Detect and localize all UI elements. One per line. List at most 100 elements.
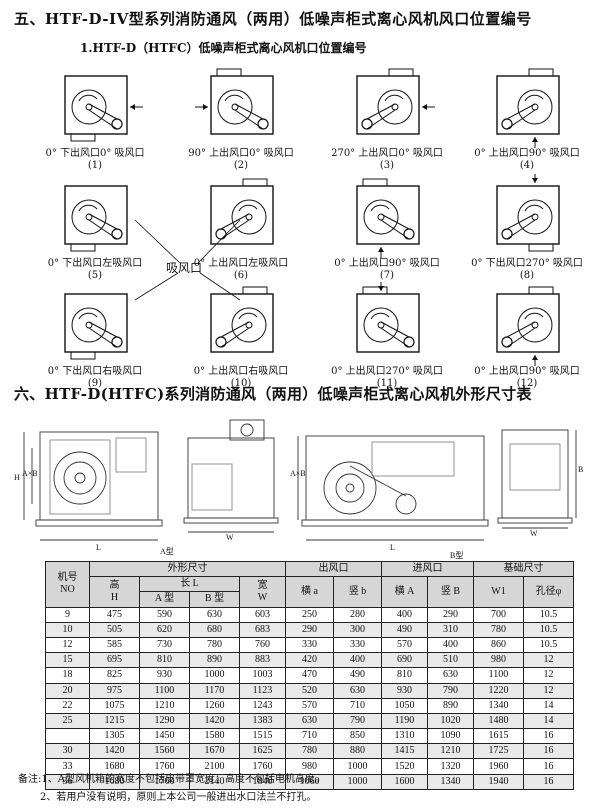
table-cell: 1615: [473, 728, 524, 745]
position-diagram-10: 0° 上出风口右吸风口(10): [166, 282, 316, 390]
table-cell: 630: [189, 606, 240, 623]
table-cell: 1625: [239, 743, 286, 760]
position-diagram-4: 0° 上出风口90° 吸风口(4): [452, 64, 600, 172]
dim-label-b: B: [578, 465, 583, 474]
table-cell: 25: [45, 712, 90, 730]
table-cell: 12: [523, 667, 574, 684]
table-cell: 400: [333, 652, 382, 669]
col-header-length-b: B 型: [189, 591, 240, 608]
table-cell: 1515: [239, 728, 286, 745]
table-cell: 12: [523, 682, 574, 699]
table-cell: 883: [239, 652, 286, 669]
table-cell: 12: [523, 652, 574, 669]
table-cell: 1960: [473, 758, 524, 775]
position-number: (12): [516, 378, 538, 389]
table-cell: 1520: [381, 758, 428, 775]
table-cell: 1220: [473, 682, 524, 699]
table-cell: 1075: [89, 697, 140, 714]
group-header-inlet: 进风口: [381, 560, 474, 578]
group-header-outlet: 出风口: [285, 560, 382, 578]
table-cell: 20: [45, 682, 90, 699]
position-caption: 90° 上出风口0° 吸风口: [188, 148, 294, 159]
table-cell: 1020: [427, 712, 474, 730]
leader-lines: [134, 219, 241, 301]
section-six-heading: 六、HTF-D(HTFC)系列消防通风（两用）低噪声柜式离心风机外形尺寸表: [14, 385, 532, 403]
col-header-inlet-a: 横 A: [381, 576, 428, 608]
table-cell: 630: [427, 667, 474, 684]
table-cell: 790: [427, 682, 474, 699]
dim-label-w-b: W: [530, 529, 538, 538]
col-header-inlet-b: 竖 B: [427, 576, 474, 608]
fan-position-icon: [210, 286, 274, 353]
table-cell: 1090: [427, 728, 474, 745]
table-cell: 300: [333, 621, 382, 638]
table-cell: 2140: [189, 773, 240, 790]
table-cell: 1940: [473, 773, 524, 790]
table-cell: 10.5: [523, 621, 574, 638]
type-b-label: B型: [450, 551, 463, 560]
table-cell: 1190: [381, 712, 428, 730]
note-1: 备注:1、A型风机箱的宽度不包括皮带罩宽度；高度不包括电机高度。: [18, 774, 325, 785]
table-cell: 860: [473, 636, 524, 654]
group-header-outline: 外形尺寸: [89, 560, 286, 578]
table-cell: 10: [45, 621, 90, 638]
table-cell: 570: [381, 636, 428, 654]
table-cell: [45, 728, 90, 745]
fan-position-icon: [496, 68, 560, 148]
table-cell: 1383: [239, 712, 286, 730]
table-cell: 1215: [89, 712, 140, 730]
table-cell: 585: [89, 636, 140, 654]
col-header-outlet-a: 横 a: [285, 576, 334, 608]
table-cell: 400: [427, 636, 474, 654]
table-cell: 1420: [89, 743, 140, 760]
table-cell: 510: [427, 652, 474, 669]
group-header-mount: 基础尺寸: [473, 560, 574, 578]
dim-label-l: L: [96, 543, 101, 552]
position-number: (1): [87, 160, 103, 171]
table-cell: 1340: [473, 697, 524, 714]
position-caption: 0° 上出风口90° 吸风口: [474, 366, 580, 377]
table-cell: 330: [285, 636, 334, 654]
position-caption: 0° 下出风口0° 吸风口: [45, 148, 145, 159]
table-cell: 930: [139, 667, 190, 684]
position-number: (6): [233, 270, 249, 281]
table-cell: 710: [285, 728, 334, 745]
table-cell: 15: [45, 652, 90, 669]
fan-position-icon: [64, 185, 128, 252]
table-cell: 16: [523, 773, 574, 790]
table-cell: 1725: [473, 743, 524, 760]
table-cell: 250: [285, 606, 334, 623]
table-cell: 14: [523, 697, 574, 714]
fan-position-icon: [64, 75, 143, 142]
table-cell: 1310: [381, 728, 428, 745]
table-cell: 14: [523, 712, 574, 730]
table-cell: 980: [473, 652, 524, 669]
table-cell: 22: [45, 697, 90, 714]
table-cell: 1670: [189, 743, 240, 760]
dim-label-l-b: L: [390, 543, 395, 552]
table-cell: 16: [523, 758, 574, 775]
table-cell: 710: [333, 697, 382, 714]
table-cell: 1305: [89, 728, 140, 745]
position-caption: 0° 上出风口90° 吸风口: [334, 258, 440, 269]
table-cell: 1450: [139, 728, 190, 745]
table-cell: 630: [333, 682, 382, 699]
position-diagram-5: 0° 下出风口左吸风口(5): [20, 174, 170, 282]
position-diagram-2: 90° 上出风口0° 吸风口(2): [166, 64, 316, 172]
position-caption: 0° 下出风口左吸风口: [47, 258, 143, 269]
position-diagram-8: 0° 下出风口270° 吸风口(8): [452, 174, 600, 282]
table-cell: 930: [381, 682, 428, 699]
table-cell: 1210: [139, 697, 190, 714]
type-a-label: A型: [160, 547, 174, 556]
fan-position-icon: [356, 68, 435, 135]
